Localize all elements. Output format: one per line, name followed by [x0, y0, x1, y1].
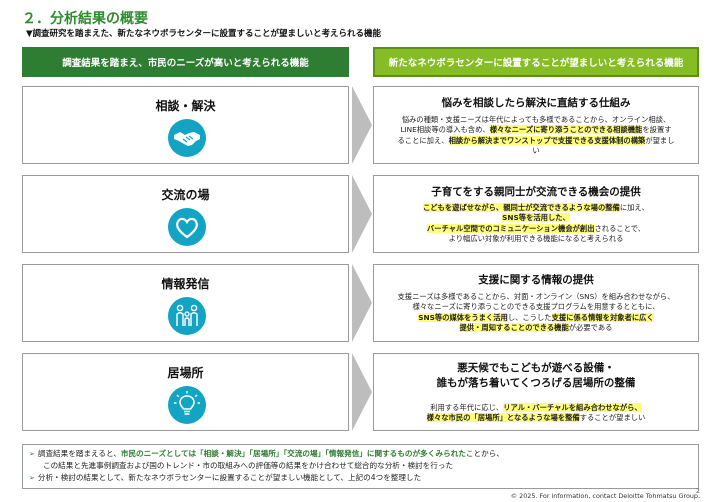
- function-label: 交流の場: [161, 188, 210, 202]
- arrow-right-icon: [352, 264, 372, 342]
- function-card-place: 居場所: [22, 353, 349, 431]
- summary-box: ➢調査結果を踏まえると、市民のニーズとしては「相談・解決」「居場所」「交流の場」…: [22, 444, 699, 489]
- summary-line-3: ➢分析・検討の結果として、新たなネウボラセンターに設置することが望ましい機能とし…: [29, 472, 422, 482]
- handshake-icon: [168, 119, 206, 157]
- function-label: 居場所: [167, 366, 204, 380]
- page-number: 2: [695, 487, 700, 495]
- family-icon: [168, 297, 206, 335]
- page-title: ２．分析結果の概要: [22, 11, 148, 27]
- bullet-arrow-icon: ➢: [29, 473, 35, 482]
- function-detail-place: 悪天候でもこどもが遊べる設備・ 誰もが落ち着いてくつろげる居場所の整備 利用する…: [373, 353, 699, 431]
- detail-title: 悪天候でもこどもが遊べる設備・ 誰もが落ち着いてくつろげる居場所の整備: [436, 362, 636, 390]
- detail-body: こどもを遊ばせながら、親同士が交流できるような場の整備に加え、 SNS等を活用し…: [422, 203, 650, 244]
- arrow-right-icon: [352, 175, 372, 253]
- detail-title: 子育てをする親同士が交流できる機会の提供: [431, 186, 641, 198]
- arrow-right-icon: [352, 353, 372, 431]
- header-left: 調査結果を踏まえ、市民のニーズが高いと考えられる機能: [22, 47, 349, 77]
- heart-icon: [168, 208, 206, 246]
- copyright-footer: © 2025. For information, contact Deloitt…: [510, 492, 700, 500]
- function-card-information: 情報発信: [22, 264, 349, 342]
- detail-body: 利用する年代に応じ、リアル・バーチャルを組み合わせながら、 様々な市民の「居場所…: [426, 403, 646, 423]
- function-detail-consultation: 悩みを相談したら解決に直結する仕組み 悩みの種類・支援ニーズは年代によっても多様…: [373, 86, 699, 164]
- detail-title: 支援に関する情報の提供: [478, 274, 594, 286]
- summary-line-1: ➢調査結果を踏まえると、市民のニーズとしては「相談・解決」「居場所」「交流の場」…: [29, 449, 504, 458]
- function-card-consultation: 相談・解決: [22, 86, 349, 164]
- detail-title: 悩みを相談したら解決に直結する仕組み: [441, 97, 631, 109]
- page-subtitle: ▼調査研究を踏まえた、新たなネウボラセンターに設置することが望ましいと考えられる…: [26, 29, 382, 39]
- function-detail-information: 支援に関する情報の提供 支援ニーズは多様であることから、対面・オンライン（SNS…: [373, 264, 699, 342]
- bullet-arrow-icon: ➢: [29, 450, 35, 458]
- function-detail-exchange: 子育てをする親同士が交流できる機会の提供 こどもを遊ばせながら、親同士が交流でき…: [373, 175, 699, 253]
- detail-body: 悩みの種類・支援ニーズは年代によっても多様であることから、オンライン相談、 LI…: [397, 115, 675, 156]
- function-label: 相談・解決: [155, 99, 216, 113]
- lightbulb-icon: [168, 386, 206, 424]
- function-label: 情報発信: [161, 277, 210, 291]
- function-card-exchange: 交流の場: [22, 175, 349, 253]
- detail-body: 支援ニーズは多様であることから、対面・オンライン（SNS）を組み合わせながら、 …: [397, 292, 675, 333]
- header-right: 新たなネウボラセンターに設置することが望ましいと考えられる機能: [373, 47, 699, 77]
- arrow-right-icon: [352, 86, 372, 164]
- summary-line-2: この結果と先進事例調査および国のトレンド・市の取組みへの評価等の結果をかけ合わせ…: [43, 460, 454, 470]
